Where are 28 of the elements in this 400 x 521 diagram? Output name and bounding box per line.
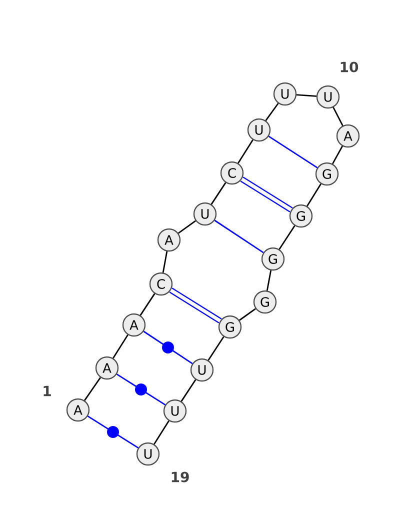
base-pair-line — [268, 136, 318, 168]
base-pair-line — [143, 330, 193, 364]
backbone-line — [84, 377, 101, 401]
backbone-line — [140, 293, 156, 316]
position-number: 10 — [340, 62, 358, 72]
backbone-line — [154, 420, 170, 445]
base-pair-line — [214, 220, 264, 254]
position-number: 19 — [172, 472, 189, 482]
backbone-line — [162, 251, 168, 273]
backbone-line — [332, 107, 344, 126]
backbone-line — [332, 146, 343, 164]
backbone-line — [180, 379, 196, 402]
position-number: 1 — [44, 386, 51, 396]
backbone-line — [306, 183, 322, 206]
backbone-line — [178, 220, 196, 234]
backbone-line — [239, 308, 256, 321]
backbone-line — [266, 270, 272, 291]
backbone-line — [296, 94, 316, 97]
backbone-line — [208, 336, 224, 361]
backbone-line — [278, 225, 296, 250]
base-pair-line — [116, 374, 166, 406]
backbone-line — [238, 139, 254, 164]
backbone-line — [265, 102, 279, 121]
base-pair-line — [240, 176, 293, 212]
backbone-line — [112, 334, 128, 359]
base-pair-line — [87, 416, 139, 448]
base-pair-line — [169, 288, 222, 324]
backbone-line — [210, 182, 226, 205]
